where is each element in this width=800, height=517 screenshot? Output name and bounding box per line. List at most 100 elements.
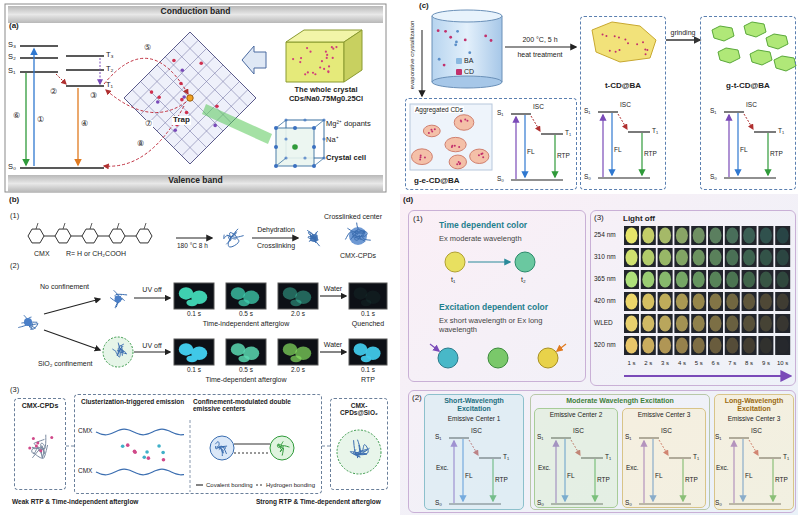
figure-label: R= H or CH₂COOH — [66, 250, 126, 258]
figure-label: 2 s — [644, 360, 652, 367]
figure-label: CMX — [34, 250, 50, 258]
carbon-dot — [458, 146, 460, 148]
figure-label: t₂ — [521, 276, 526, 284]
phosphor-glow — [760, 272, 772, 288]
carbon-dot — [300, 57, 302, 59]
energy-level — [20, 57, 58, 58]
ion-dot — [284, 118, 287, 121]
polymer-chain — [309, 231, 317, 243]
aggregate-flake — [423, 125, 440, 137]
solute-dot — [456, 30, 459, 33]
glow-spot — [238, 355, 249, 362]
cluster-dot — [157, 444, 161, 448]
process-arrow — [134, 297, 170, 298]
solute-dot — [437, 29, 440, 32]
figure-label: Aggregated CDs — [414, 106, 464, 113]
box-text: Short-Wavelength Excitation — [427, 397, 521, 413]
figure-label: 2.0 s — [291, 366, 305, 373]
polymer-chain — [117, 343, 127, 354]
phosphor-cell — [641, 292, 656, 311]
solute-dot — [444, 30, 447, 33]
phosphor-glow — [676, 316, 688, 332]
figure-label: Time-dependent afterglow — [205, 376, 286, 384]
connector-label: grinding — [670, 29, 697, 37]
phosphor-glow — [760, 338, 772, 354]
solution-vessel — [432, 10, 502, 22]
phosphor-cell — [708, 226, 723, 245]
phosphor-cell — [624, 270, 639, 289]
phosphor-cell — [658, 248, 673, 267]
polymer-chain — [307, 230, 319, 246]
excitation-arrow — [557, 344, 566, 351]
phosphor-cell — [742, 248, 757, 267]
box-text: Na⁺ — [326, 136, 382, 145]
phosphor-glow — [710, 272, 722, 288]
figure-label: No confinement — [40, 283, 89, 291]
figure-label: CMX-CPDs — [340, 252, 376, 260]
emissive-dot — [50, 436, 53, 439]
carbon-dot — [627, 42, 629, 44]
phosphor-glow — [777, 338, 789, 354]
phosphor-cell — [641, 248, 656, 267]
phosphor-cell — [742, 226, 757, 245]
phosphor-glow — [693, 338, 705, 354]
phosphor-glow — [659, 338, 671, 354]
transition-arrow — [602, 115, 603, 177]
glow-spot — [179, 343, 193, 355]
sugar-ring — [82, 229, 98, 243]
polymer-chain — [356, 453, 366, 458]
figure-label: RTP — [770, 150, 783, 157]
figure-label: SiO₂ confinement — [38, 360, 92, 368]
figure-label: Water — [324, 341, 342, 349]
legend-entry: BA — [456, 57, 473, 65]
energy-level — [20, 71, 58, 72]
figure-label: 180 °C 8 h — [177, 242, 208, 249]
figure-label: (d) — [403, 196, 413, 205]
aggregate-flake — [454, 115, 474, 131]
figure-label: FL — [740, 146, 748, 153]
figure-label: Weak RTP & Time-independent afterglow — [12, 498, 138, 505]
figure-box: Valence band — [8, 175, 383, 192]
panel-ground — [400, 194, 798, 515]
phosphor-glow — [777, 316, 789, 332]
afterglow-photo — [349, 283, 387, 309]
phosphor-cell — [758, 336, 773, 355]
phosphor-cell — [742, 336, 757, 355]
carbon-dot — [609, 50, 611, 52]
figure-box: (3)Light off — [590, 210, 796, 386]
glow-spot — [290, 355, 301, 362]
carbon-dot — [328, 65, 330, 67]
figure-label: FL — [745, 472, 753, 479]
solute-dot — [449, 36, 452, 39]
figure-box: Mg²⁺ dopantsNa⁺Crystal cell — [268, 114, 384, 172]
solution-vessel — [502, 16, 503, 82]
glow-spot — [361, 355, 372, 362]
covalent-bond — [234, 443, 270, 444]
box-text: Emissive Center 3 — [623, 411, 705, 418]
emissive-dot — [28, 446, 31, 449]
cluster-dot — [133, 450, 137, 454]
phosphor-glow — [777, 272, 789, 288]
phosphor-glow — [726, 294, 738, 310]
phosphor-cell — [725, 248, 740, 267]
phosphor-glow — [676, 250, 688, 266]
afterglow-photo — [278, 283, 318, 309]
carbon-dot — [327, 70, 329, 72]
phosphor-cell — [775, 226, 790, 245]
energy-level — [598, 177, 650, 178]
carbon-dot — [325, 51, 327, 53]
figure-box: The whole crystal CDs/Na0.75Mg0.25Cl — [268, 24, 384, 112]
legend-text: BA — [464, 57, 473, 64]
phosphor-glow — [726, 250, 738, 266]
energy-level — [598, 111, 618, 112]
glow-spot — [283, 343, 297, 355]
crystal-face — [344, 30, 362, 82]
glycosidic-bond — [125, 236, 136, 237]
afterglow-photo — [226, 339, 266, 365]
color-dot — [488, 348, 508, 368]
box-text: Light off — [623, 214, 743, 223]
sugar-ring — [136, 229, 152, 243]
phosphor-glow — [659, 316, 671, 332]
box-text: CMX-CPDs — [16, 402, 64, 410]
